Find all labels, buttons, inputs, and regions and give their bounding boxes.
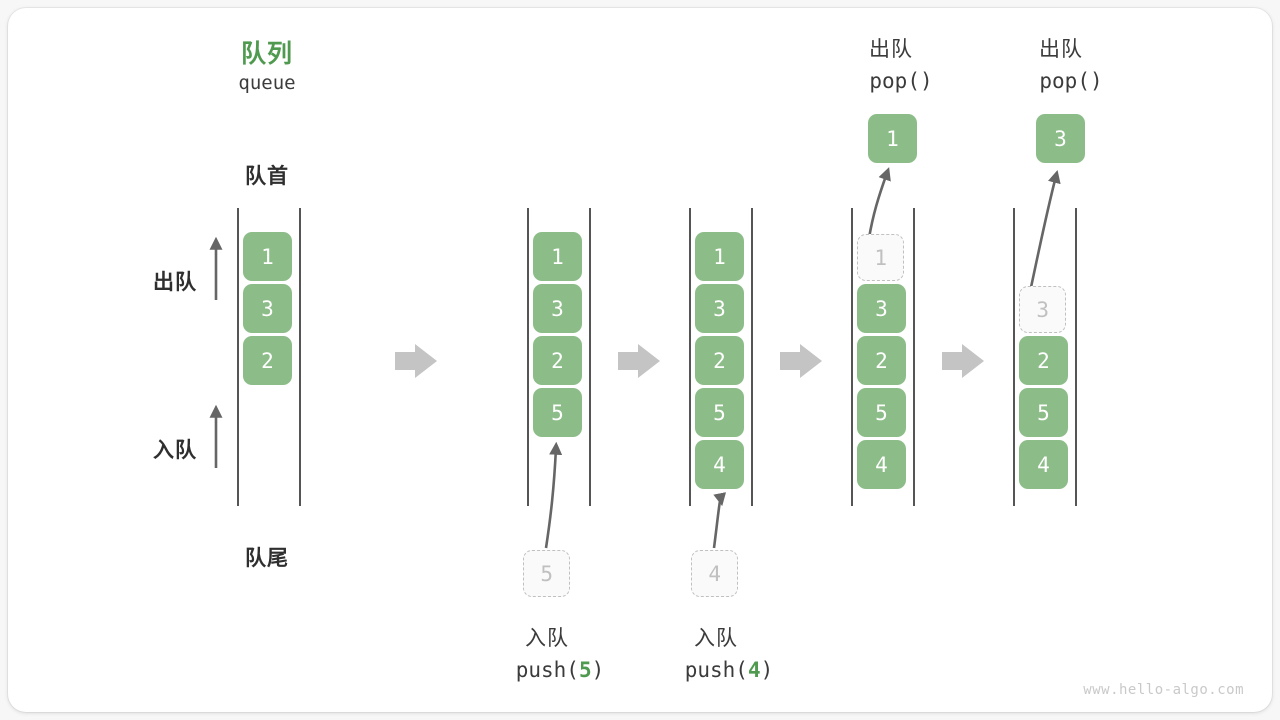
queue-title-en: queue — [238, 72, 296, 94]
dequeue-arrow-label: 出队 — [153, 271, 197, 294]
rail-right — [589, 208, 591, 506]
queue-cell: 5 — [857, 388, 906, 437]
queue-cell: 4 — [857, 440, 906, 489]
pop1-op-code: pop() — [869, 69, 933, 93]
push5-op-cn: 入队 — [525, 627, 569, 650]
push4-op-cn: 入队 — [694, 627, 738, 650]
incoming-ghost-cell: 4 — [691, 550, 739, 598]
rail-left — [1013, 208, 1015, 506]
queue-cell: 3 — [695, 284, 744, 333]
queue-cell: 5 — [695, 388, 744, 437]
popped-value-cell: 1 — [868, 114, 917, 163]
push4-code-num: 4 — [747, 658, 761, 682]
queue-cell: 5 — [533, 388, 582, 437]
push4-code-prefix: push( — [684, 658, 748, 682]
queue-cell: 3 — [857, 284, 906, 333]
rail-left — [689, 208, 691, 506]
popped-ghost-cell: 3 — [1019, 286, 1067, 334]
queue-cell: 2 — [243, 336, 292, 385]
rail-right — [299, 208, 301, 506]
rail-left — [851, 208, 853, 506]
queue-cell: 4 — [695, 440, 744, 489]
pop1-motion-arrow — [867, 167, 891, 239]
separator-arrow-1 — [395, 344, 437, 378]
incoming-ghost-cell: 5 — [523, 550, 571, 598]
enqueue-arrow-label: 入队 — [153, 439, 197, 462]
pop3-op-code: pop() — [1039, 69, 1103, 93]
queue-cell: 2 — [1019, 336, 1068, 385]
rear-label: 队尾 — [245, 547, 289, 570]
push5-motion-arrow — [544, 441, 563, 549]
popped-ghost-cell: 1 — [857, 234, 905, 282]
push4-code-suffix: ) — [760, 658, 774, 682]
push5-op-code: push(5) — [516, 658, 605, 682]
queue-cell: 2 — [695, 336, 744, 385]
push4-motion-arrow — [712, 492, 727, 549]
queue-cell: 1 — [243, 232, 292, 281]
push5-code-num: 5 — [578, 658, 592, 682]
queue-cell: 1 — [533, 232, 582, 281]
queue-cell: 5 — [1019, 388, 1068, 437]
queue-cell: 3 — [533, 284, 582, 333]
front-label: 队首 — [245, 165, 289, 188]
separator-arrow-2 — [618, 344, 660, 378]
queue-cell: 1 — [695, 232, 744, 281]
separator-arrow-4 — [942, 344, 984, 378]
watermark: www.hello-algo.com — [1083, 682, 1244, 698]
rail-right — [913, 208, 915, 506]
rail-right — [751, 208, 753, 506]
push5-code-prefix: push( — [515, 658, 579, 682]
queue-cell: 3 — [243, 284, 292, 333]
push4-op-code: push(4) — [685, 658, 774, 682]
rail-right — [1075, 208, 1077, 506]
push5-code-suffix: ) — [591, 658, 605, 682]
rail-left — [237, 208, 239, 506]
pop3-op-cn: 出队 — [1039, 38, 1083, 61]
queue-title-cn: 队列 — [240, 40, 294, 68]
separator-arrow-3 — [780, 344, 822, 378]
queue-cell: 4 — [1019, 440, 1068, 489]
pop1-op-cn: 出队 — [869, 38, 913, 61]
queue-cell: 2 — [857, 336, 906, 385]
pop3-motion-arrow — [1028, 169, 1061, 293]
rail-left — [527, 208, 529, 506]
queue-cell: 2 — [533, 336, 582, 385]
popped-value-cell: 3 — [1036, 114, 1085, 163]
